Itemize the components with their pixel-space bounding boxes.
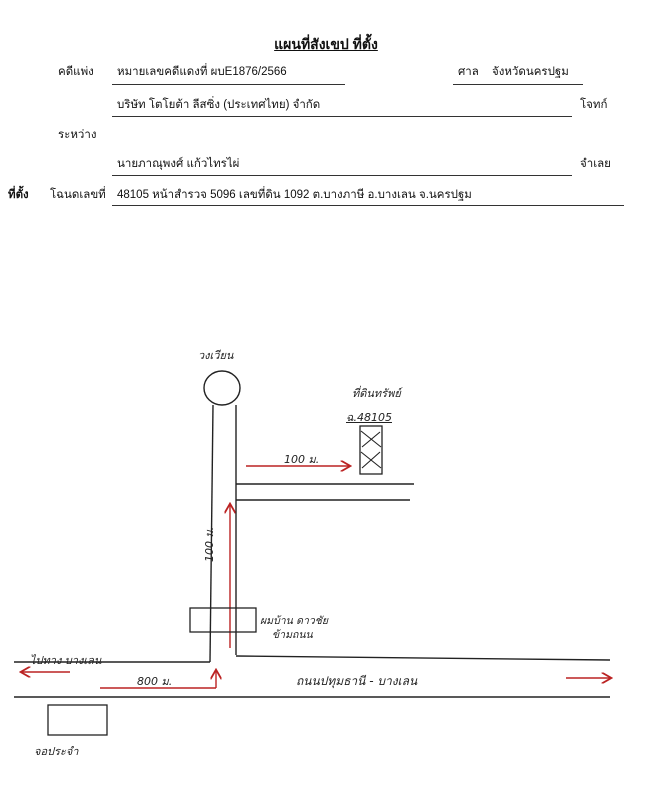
case-number: หมายเลขคดีแดงที่ ผบE1876/2566 — [117, 66, 287, 78]
shop-label-line2: ข้ามถนน — [272, 629, 313, 641]
distance-main-label: 800 ม. — [137, 675, 173, 688]
distance-north-label: 100 ม. — [203, 526, 216, 562]
defendant-role: จำเลย — [580, 158, 611, 170]
property-label: ที่ดินทรัพย์ — [352, 387, 401, 400]
roundabout-circle — [203, 370, 241, 406]
main-road-label: ถนนปทุมธานี - บางเลน — [296, 674, 418, 688]
deed-number-label: ฉ.48105 — [346, 411, 392, 424]
vertical-road-left — [209, 404, 214, 663]
bottom-left-box — [47, 704, 108, 736]
property-rect — [359, 425, 383, 475]
plaintiff-role: โจทก์ — [580, 99, 608, 111]
roundabout-label: วงเวียน — [198, 349, 234, 362]
shop-label-line1: ผมบ้าน ดาวชัย — [260, 615, 329, 627]
case-number-rule — [112, 84, 345, 85]
location-detail: 48105 หน้าสำรวจ 5096 เลขที่ดิน 1092 ต.บา… — [117, 189, 472, 201]
court-label: ศาล — [458, 66, 479, 78]
between-label: ระหว่าง — [58, 129, 97, 141]
to-left-label: ไปทาง บางเลน — [30, 654, 102, 667]
bottom-left-box-label: จอประจำ — [34, 745, 79, 758]
location-rule — [112, 205, 624, 206]
page-title: แผนที่สังเขป ที่ตั้ง — [274, 36, 378, 52]
location-label: ที่ตั้ง — [8, 189, 29, 201]
deed-label: โฉนดเลขที่ — [50, 189, 106, 201]
court-name: จังหวัดนครปฐม — [492, 66, 569, 78]
defendant-rule — [112, 175, 572, 176]
property-hatch — [360, 430, 382, 469]
case-type-label: คดีแพ่ง — [58, 66, 94, 78]
main-road-north-edge-right — [235, 655, 611, 661]
plaintiff-name: บริษัท โตโยต้า ลีสซิ่ง (ประเทศไทย) จำกัด — [117, 99, 321, 111]
distance-east-label: 100 ม. — [284, 453, 320, 466]
shop-rect — [189, 607, 257, 633]
court-rule — [453, 84, 583, 85]
plaintiff-rule — [112, 116, 572, 117]
defendant-name: นายภาณุพงศ์ แก้วไทรไผ่ — [117, 158, 240, 170]
